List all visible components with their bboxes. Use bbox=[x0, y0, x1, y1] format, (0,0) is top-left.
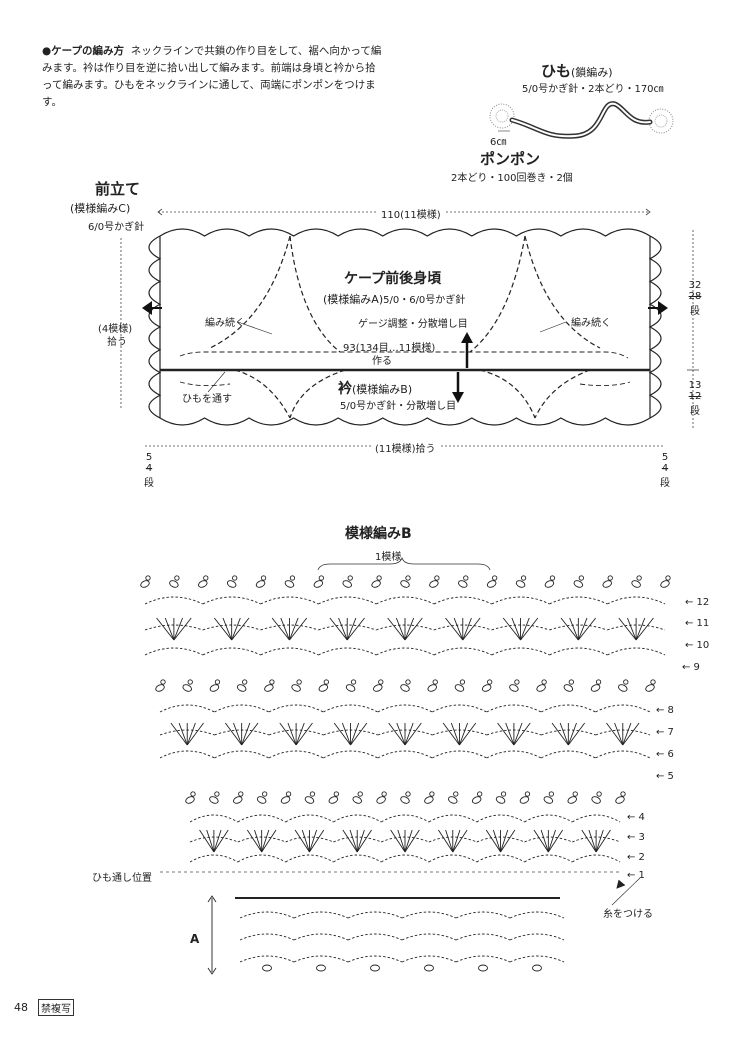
body-title: ケープ前後身頃 bbox=[344, 271, 442, 287]
attach-yarn-label: 糸をつける bbox=[603, 909, 653, 920]
continue-right: 編み続く bbox=[571, 318, 611, 329]
foundation-count: 93(134目…11模様) bbox=[343, 343, 436, 354]
cord-position-label: ひも通し位置 bbox=[92, 873, 152, 884]
cord-spec: 5/0号かぎ針・2本どり・170㎝ bbox=[522, 84, 664, 95]
row-number: ← 2 bbox=[627, 852, 645, 863]
collar-title-line: 衿(模様編みB) bbox=[338, 381, 413, 397]
side-pick-action: 拾う bbox=[107, 337, 127, 348]
row-number: ← 3 bbox=[627, 832, 645, 843]
pompom-spec: 2本どり・100回巻き・2個 bbox=[451, 173, 573, 184]
continue-left: 編み続く bbox=[205, 318, 245, 329]
front-band-pattern: (模様編みC) bbox=[70, 202, 131, 215]
cord-line bbox=[509, 101, 653, 139]
pompom-left-icon bbox=[489, 103, 515, 129]
front-band-hook: 6/0号かぎ針 bbox=[88, 222, 145, 233]
row-number: ← 7 bbox=[656, 727, 674, 738]
pompom-title: ポンポン bbox=[480, 150, 541, 168]
row-number: ← 12 bbox=[685, 597, 710, 608]
bottom-pick-label: (11模様)拾う bbox=[372, 440, 439, 455]
side-pick-count: (4模様) bbox=[98, 324, 133, 335]
page-number: 48 bbox=[14, 1001, 28, 1014]
row-number: ← 9 bbox=[682, 662, 700, 673]
pompom-size: 6㎝ bbox=[490, 137, 507, 148]
row-number: ← 8 bbox=[656, 705, 674, 716]
foundation-action: 作る bbox=[372, 356, 392, 367]
section-a-label: A bbox=[190, 932, 200, 946]
instructions-body: ネックラインで共鎖の作り目をして、裾へ向かって編みます。衿は作り目を逆に拾い出し… bbox=[42, 45, 382, 108]
row-number: ← 1 bbox=[627, 870, 645, 881]
body-pattern-line: (模様編みA)5/0・6/0号かぎ針 bbox=[323, 293, 466, 306]
gauge-note: ゲージ調整・分散増し目 bbox=[358, 319, 468, 330]
repeat-label: 1模様 bbox=[375, 552, 402, 563]
copy-notice: 禁複写 bbox=[38, 999, 74, 1016]
instructions-paragraph: ●ケープの編み方 ネックラインで共鎖の作り目をして、裾へ向かって編みます。衿は作… bbox=[42, 43, 382, 111]
width-label: 110(11模様) bbox=[378, 206, 444, 221]
cord-through-label: ひもを通す bbox=[182, 394, 232, 405]
pompom-right-icon bbox=[648, 108, 674, 134]
row-number: ← 6 bbox=[656, 749, 674, 760]
collar-hook: 5/0号かぎ針・分散増し目 bbox=[340, 401, 457, 412]
front-band-title: 前立て bbox=[95, 180, 141, 198]
cord-title: ひも(鎖編み) bbox=[541, 62, 613, 80]
row-number: ← 10 bbox=[685, 640, 710, 651]
row-number: ← 11 bbox=[685, 618, 710, 629]
chart-title: 模様編みB bbox=[345, 526, 412, 542]
row-number: ← 4 bbox=[627, 812, 645, 823]
instructions-heading: ●ケープの編み方 bbox=[42, 45, 125, 57]
row-number: ← 5 bbox=[656, 771, 674, 782]
